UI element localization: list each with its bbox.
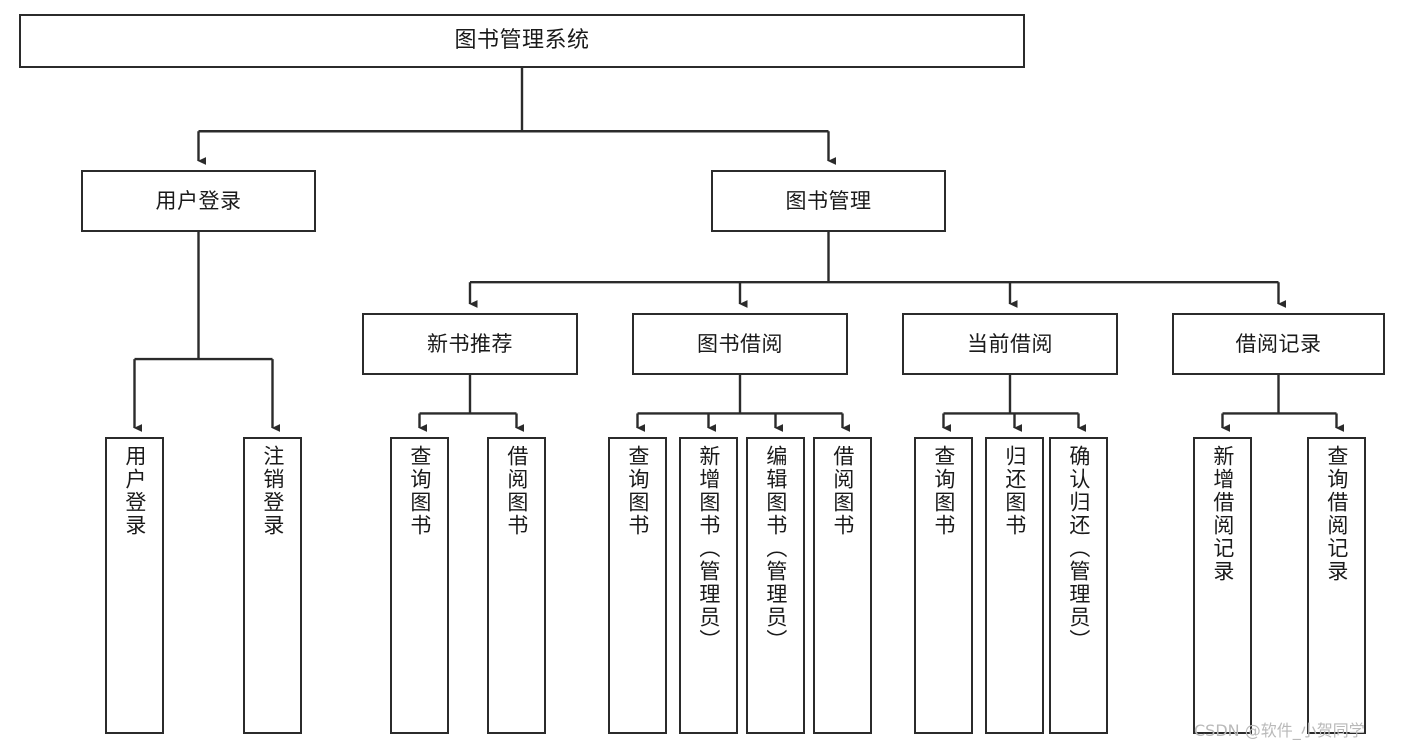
- node-leaf-qrec[interactable]: 查询借阅记录: [1307, 437, 1366, 734]
- node-label: 确认归还（管理员）: [1066, 445, 1091, 652]
- node-label: 借阅图书: [504, 445, 529, 537]
- node-label: 借阅记录: [1235, 331, 1322, 356]
- node-label: 查询借阅记录: [1324, 445, 1349, 583]
- node-leaf-q2[interactable]: 查询图书: [608, 437, 667, 734]
- node-label: 用户登录: [122, 445, 147, 537]
- node-label: 新增借阅记录: [1210, 445, 1235, 583]
- node-leaf-ret[interactable]: 归还图书: [985, 437, 1044, 734]
- node-bookmgmt[interactable]: 图书管理: [711, 170, 946, 232]
- node-label: 查询图书: [931, 445, 956, 537]
- node-newbook[interactable]: 新书推荐: [362, 313, 578, 375]
- node-label: 图书管理系统: [454, 28, 590, 54]
- node-label: 借阅图书: [830, 445, 855, 537]
- node-leaf-q1[interactable]: 查询图书: [390, 437, 449, 734]
- node-leaf-logout[interactable]: 注销登录: [243, 437, 302, 734]
- node-label: 查询图书: [407, 445, 432, 537]
- node-leaf-add[interactable]: 新增图书（管理员）: [679, 437, 738, 734]
- node-current[interactable]: 当前借阅: [902, 313, 1118, 375]
- node-login[interactable]: 用户登录: [81, 170, 316, 232]
- node-leaf-b2[interactable]: 借阅图书: [813, 437, 872, 734]
- node-borrow[interactable]: 图书借阅: [632, 313, 848, 375]
- node-label: 用户登录: [155, 188, 242, 213]
- node-label: 图书借阅: [697, 331, 783, 356]
- node-records[interactable]: 借阅记录: [1172, 313, 1385, 375]
- node-label: 查询图书: [625, 445, 650, 537]
- node-label: 新书推荐: [427, 331, 513, 356]
- node-leaf-login[interactable]: 用户登录: [105, 437, 164, 734]
- node-label: 当前借阅: [967, 331, 1053, 356]
- node-label: 归还图书: [1002, 445, 1027, 537]
- node-leaf-addrec[interactable]: 新增借阅记录: [1193, 437, 1252, 734]
- node-leaf-b1[interactable]: 借阅图书: [487, 437, 546, 734]
- node-root[interactable]: 图书管理系统: [19, 14, 1025, 68]
- node-label: 注销登录: [260, 445, 285, 537]
- node-label: 编辑图书（管理员）: [763, 445, 788, 652]
- node-leaf-q3[interactable]: 查询图书: [914, 437, 973, 734]
- node-label: 新增图书（管理员）: [696, 445, 721, 652]
- node-leaf-edit[interactable]: 编辑图书（管理员）: [746, 437, 805, 734]
- node-leaf-conf[interactable]: 确认归还（管理员）: [1049, 437, 1108, 734]
- watermark: CSDN @软件_小贺同学: [1194, 721, 1365, 740]
- node-label: 图书管理: [785, 188, 872, 213]
